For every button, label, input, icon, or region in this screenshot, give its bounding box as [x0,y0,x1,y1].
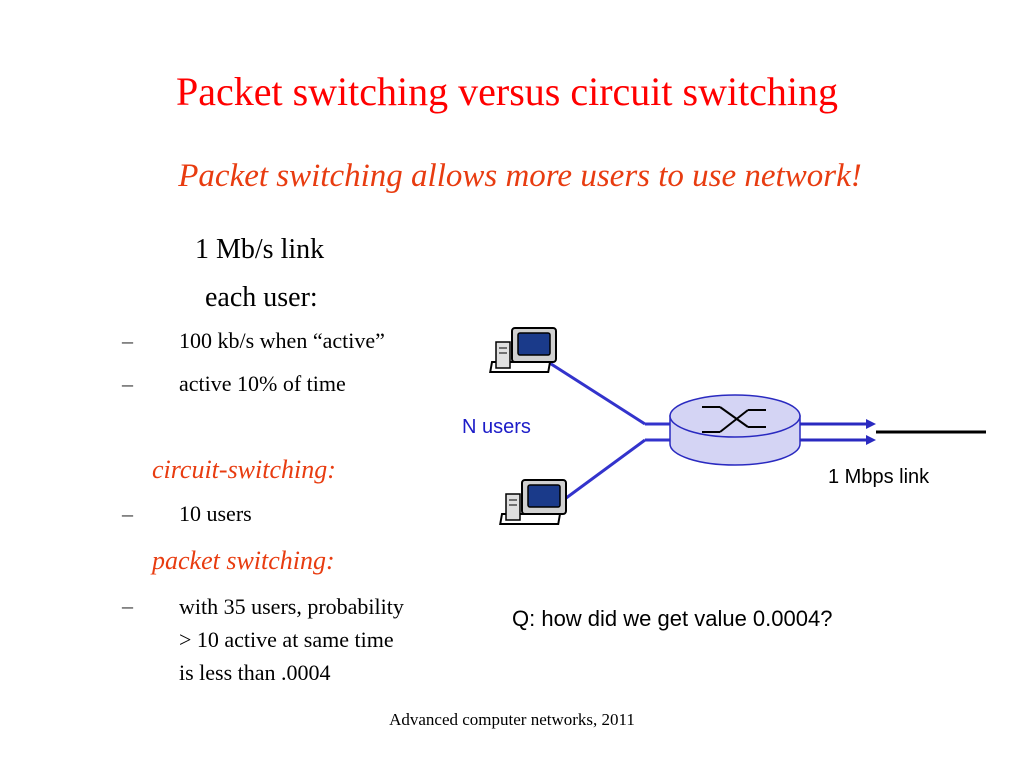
link-rate-text: 1 Mb/s link [195,234,325,265]
outgoing-link [800,419,986,445]
each-user-text: each user: [205,282,318,313]
bullet-text: active 10% of time [179,371,346,396]
user-link-top [547,360,646,426]
bullet-text: 100 kb/s when “active” [179,328,385,353]
user-link-bottom [557,438,646,506]
n-users-label: N users [462,416,531,438]
computer-icon-bottom [499,479,567,525]
circuit-switching-heading: circuit-switching: [152,455,336,484]
bullet-dash: – [122,371,133,396]
computer-icon-top [489,327,557,373]
bullet-dash: – [122,501,133,526]
question-text: Q: how did we get value 0.0004? [512,606,833,631]
slide-footer: Advanced computer networks, 2011 [389,710,635,729]
bullet-text: with 35 users, probability > 10 active a… [179,594,404,685]
slide-title: Packet switching versus circuit switchin… [175,69,839,114]
bullet-dash: – [122,593,133,618]
router-icon [669,394,801,466]
bullet-text: 10 users [179,501,252,526]
packet-switching-heading: packet switching: [152,546,335,575]
link-capacity-label: 1 Mbps link [828,466,930,488]
slide-subtitle: Packet switching allows more users to us… [178,158,862,194]
bullet-dash: – [122,328,133,353]
